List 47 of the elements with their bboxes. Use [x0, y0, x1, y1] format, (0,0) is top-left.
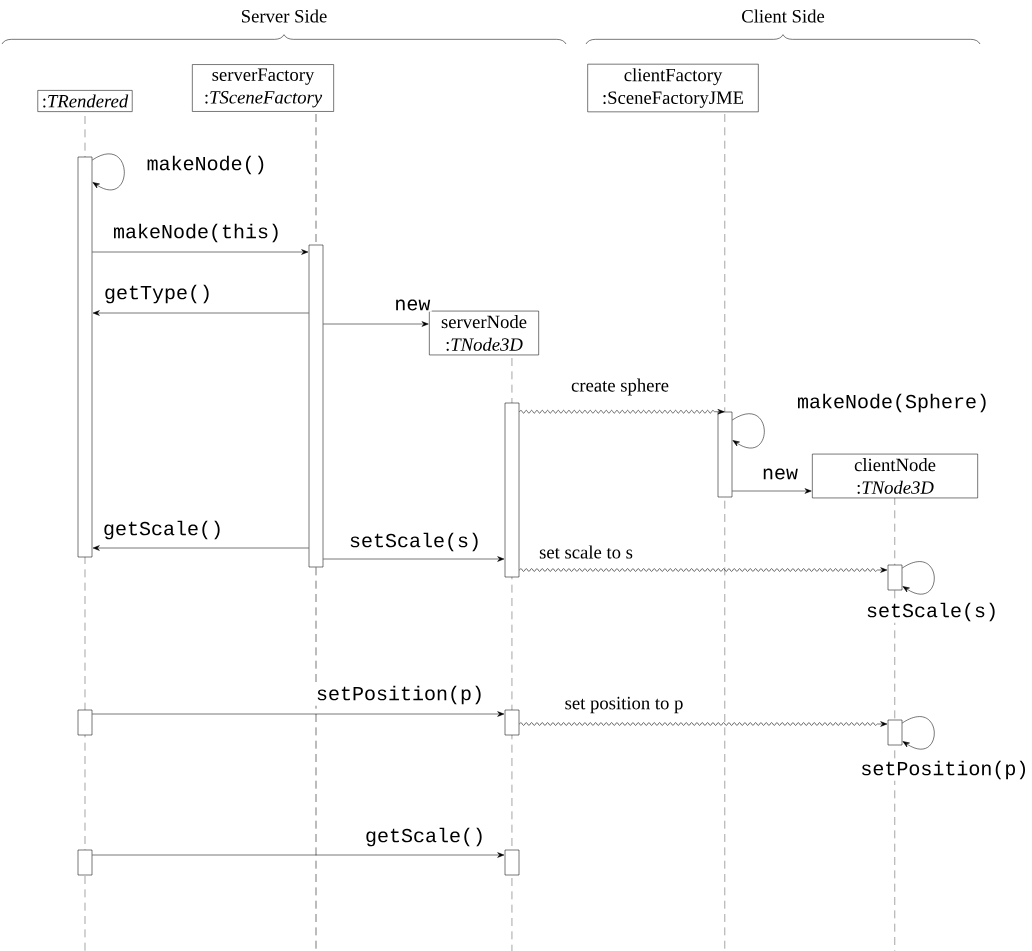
activation-bar	[77, 709, 93, 736]
edge-label: setPosition(p)	[859, 759, 1030, 781]
edge-label: getScale()	[101, 519, 225, 541]
self-call-arrow	[902, 561, 935, 595]
message-arrow	[519, 567, 888, 573]
message-arrow	[92, 852, 505, 858]
edge-label: setScale(s)	[864, 601, 1000, 623]
message-arrow	[323, 556, 505, 562]
activation-bar	[504, 709, 520, 736]
object-box: :TRendered	[37, 90, 133, 112]
self-call-arrow	[92, 153, 125, 191]
activation-bar	[717, 411, 733, 498]
edge-label: set position to p	[563, 695, 685, 715]
message-arrow	[519, 721, 888, 727]
message-arrow	[92, 545, 309, 551]
edge-label: setPosition(p)	[314, 684, 486, 706]
edge-label: set scale to s	[537, 544, 635, 560]
self-call-arrow	[732, 413, 765, 449]
object-box: clientNode :TNode3D	[812, 453, 978, 499]
section-label: Client Side	[742, 9, 825, 23]
edge-label: setScale(s)	[347, 531, 483, 553]
self-call-arrow	[902, 716, 935, 750]
message-arrow	[92, 249, 309, 255]
object-box: serverFactory :TSceneFactory	[192, 64, 334, 112]
activation-bar	[308, 244, 324, 568]
object-box: serverNode :TNode3D	[429, 310, 539, 356]
activation-bar	[77, 156, 93, 558]
edge-label: new	[760, 467, 800, 481]
activation-bar	[887, 719, 903, 746]
activation-bar	[504, 402, 520, 578]
message-arrow	[323, 321, 429, 327]
edge-label: makeNode()	[145, 154, 268, 176]
section-label: Server Side	[241, 9, 327, 23]
activation-bar	[887, 564, 903, 591]
edge-label: makeNode(Sphere)	[795, 392, 991, 414]
edge-label: create sphere	[569, 377, 671, 397]
message-arrow	[92, 310, 309, 316]
activation-bar	[504, 849, 520, 876]
object-box: clientFactory :SceneFactoryJME	[587, 63, 759, 113]
edge-label: makeNode(this)	[111, 222, 283, 244]
message-arrow	[92, 711, 505, 717]
edge-label: getType()	[102, 283, 214, 305]
activation-bar	[77, 849, 93, 876]
message-arrow	[519, 409, 725, 415]
message-arrow	[732, 488, 812, 494]
edge-label: getScale()	[363, 826, 487, 848]
edge-label: new	[393, 298, 432, 312]
